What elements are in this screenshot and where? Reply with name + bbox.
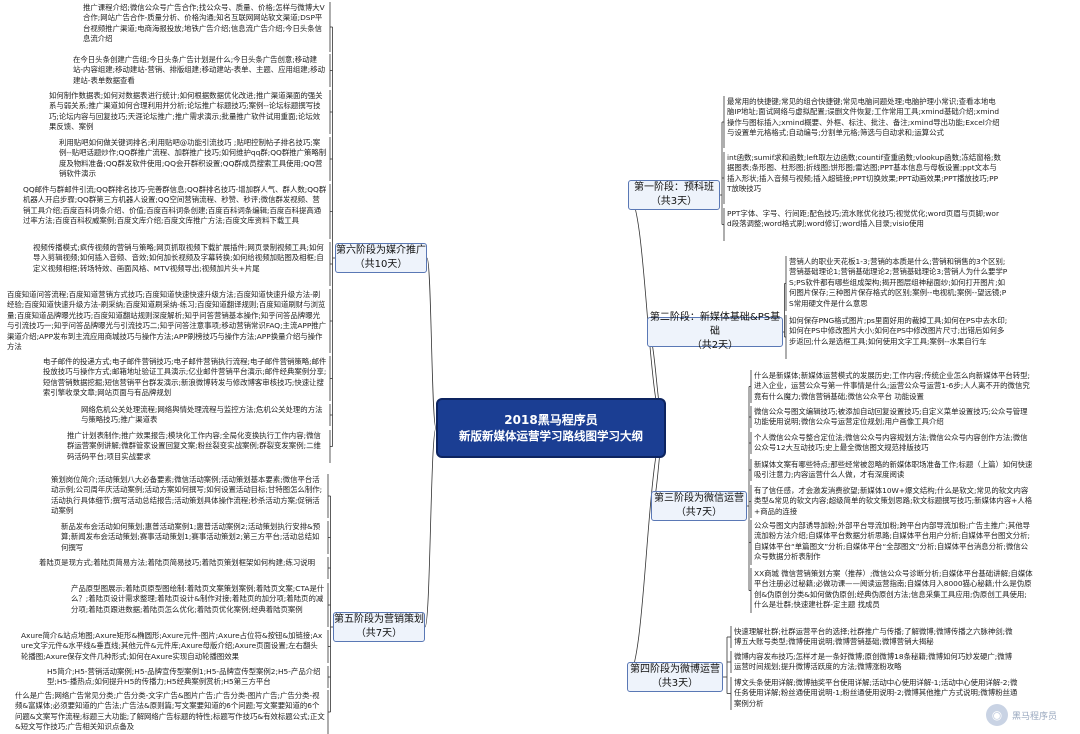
stage-3-leaf-1: 什么是新媒体;新媒体运营模式的发展历史;工作内容;传统企业怎么向新媒体平台转型;… (754, 371, 1031, 401)
stage-6-leaf-5: QQ邮件与群邮件引流;QQ群排名技巧-完善群信息;QQ群排名技巧-增加群人气、群… (23, 185, 327, 226)
stage-5-leaf-5: Axure简介&站点地图;Axure矩形&椭圆形;Axure元件-图片;Axur… (21, 631, 323, 661)
stage-1-title: 第一阶段：预科班 (634, 182, 714, 193)
stage-6-leaf-3: 如何制作数据表;如何对数据表进行统计;如何根据数据优化改进;推广渠道渠面的强关系… (49, 91, 323, 132)
stage-6-connector (426, 257, 437, 429)
central-topic-line2: 新版新媒体运营学习路线图学习大纲 (459, 429, 643, 443)
stage-3-leaf-6: 公众号图文内部诱导加粉;外部平台导流加粉;跨平台内部导流加粉;广告主推广;其他导… (754, 521, 1031, 562)
stage-4-duration: （共3天） (651, 678, 699, 689)
stage-2-leaf-1: 营销人的职业天花板1-3;营销的本质是什么;营销和销售的3个区别;营销基础理论1… (789, 257, 1008, 308)
central-topic[interactable]: 2018黑马程序员 新版新媒体运营学习路线图学习大纲 (436, 398, 666, 458)
stage-1-node[interactable]: 第一阶段：预科班 （共3天） (628, 180, 720, 210)
stage-3-leaf-5: 有了信任感，才会激发消费欲望;新媒体10W+爆文结构;什么是软文;常见的软文内容… (754, 486, 1033, 516)
watermark-text: 黑马程序员 (1012, 711, 1058, 722)
stage-4-leaf-3: 博文头条使用详解;微博抽奖平台使用详解;活动中心使用详解-1;活动中心使用详解-… (734, 678, 1018, 708)
stage-1-leaf-2: int函数;sumif求和函数;left取左边函数;countif查重函数;vl… (727, 153, 1001, 194)
stage-4-leaf-1: 快速理解社群;社群运营平台的选择;社群推广与传播;了解微博;微博传播之六脉神剑;… (734, 627, 1013, 647)
stage-5-leaf-3: 着陆页是现方式;着陆页简易方法;着陆页简易技巧;着陆页策划框架如何构建;练习说明 (39, 558, 316, 567)
stage-5-node[interactable]: 第五阶段为营销策划 （共7天） (333, 612, 425, 642)
stage-3-leaf-3: 个人微信公众号整合定位法;微信公众号内容规划方法;微信公众号内容创作方法;微信公… (754, 433, 1028, 453)
stage-4-node[interactable]: 第四阶段为微博运营 （共3天） (627, 662, 723, 692)
stage-3-leaf-4: 新媒体文案有哪些特点;那些经常被忽略的新媒体职场准备工作;标题（上篇）如何快速吸… (754, 460, 1033, 480)
stage-4-connector (626, 427, 667, 678)
stage-5-leaf-1: 策划岗位简介;活动策划八大必备要素;微信活动案例;活动策划基本要素;微信平台活动… (51, 475, 323, 516)
stage-6-title: 第六阶段为媒介推广 (336, 245, 426, 256)
stage-3-leaf-2: 微信公众号图文编辑技巧;被添加自动回复设置技巧;自定义菜单设置技巧;公众号管理功… (754, 407, 1028, 427)
stage-5-connector (424, 427, 437, 628)
stage-6-leaf-6: 视频传播模式;疯传视频的营销与策略;网页抓取视频下载扩展插件;网页录制视频工具;… (33, 243, 324, 273)
stage-2-title: 第二阶段：新媒体基础&PS基础 (649, 312, 781, 337)
stage-4-leaf-2: 微博内容发布技巧;怎样才是一条好微博;原创微博18条秘籍;微博如何巧妙发硬广;微… (734, 652, 1013, 672)
central-topic-line1: 2018黑马程序员 (504, 413, 598, 427)
logo-icon: ◉ (986, 704, 1008, 726)
stage-2-leaf-2: 如何保存PNG格式图片;ps里面好用的裁掉工具;如何在PS中去水印;如何在PS中… (789, 316, 1008, 346)
watermark-logo: ◉ 黑马程序员 (986, 700, 1076, 730)
stage-2-node[interactable]: 第二阶段：新媒体基础&PS基础 （共2天） (647, 312, 783, 351)
stage-6-leaf-4: 利用贴吧如何做关键词排名;利用贴吧@功能引流技巧 ;贴吧控制帖子排名技巧;案例-… (59, 138, 327, 179)
stage-5-title: 第五阶段为营销策划 (334, 614, 424, 625)
stage-6-leaf-10: 推广计划表制作;推广效果报告;模块化工作内容;全局化变换执行工作内容;微信群运营… (67, 431, 321, 461)
stage-4-title: 第四阶段为微博运营 (630, 664, 720, 675)
stage-3-leaf-7: XX商城 微信营销策划方案（推荐）;微信公众号诊断分析;自媒体平台基础讲解;自媒… (754, 569, 1033, 610)
stage-3-node[interactable]: 第三阶段为微信运营 （共7天） (651, 491, 747, 521)
stage-5-leaf-7: 什么是广告;网络广告常见分类;广告分类-文字广告&图片广告;广告分类-图片广告;… (15, 691, 325, 732)
stage-5-leaf-4: 产品原型图展示;着陆页原型图绘制:着陆页文案策划案例;着陆页文案;CTA是什么？… (71, 584, 325, 614)
stage-1-leaf-1: 最常用的快捷键;常见的组合快捷键;常见电脑问题处理;电脑护理小常识;查看本地电脑… (727, 97, 1000, 138)
stage-6-duration: （共10天） (354, 259, 408, 270)
stage-1-duration: （共3天） (650, 196, 698, 207)
stage-6-leaf-7: 百度知道问答流程;百度知道营销方式技巧;百度知道快速快速升级方法;百度知道快速升… (7, 290, 327, 352)
stage-5-leaf-6: H5简介;H5-营销活动案例;H5-品牌宣传型案例1;H5-品牌宣传型案例2;H… (47, 667, 321, 687)
stage-2-duration: （共2天） (691, 340, 739, 351)
stage-6-leaf-9: 网络危机公关处理流程;网络舆情处理流程与监控方法;危机公关处理的方法与策略技巧;… (81, 405, 323, 425)
stage-5-leaf-2: 新品发布会活动如何策划;惠普活动案例1;惠普活动案例2;活动策划执行安排&预算;… (61, 522, 321, 552)
stage-6-leaf-1: 推广课程介绍;微信公众号广告合作;找公众号、质量、价格;怎样与微博大V合作;网站… (83, 3, 325, 44)
stage-6-leaf-2: 在今日头条创建广告组;今日头条广告计划是什么;今日头条广告创意;移动建站-内容组… (73, 55, 325, 85)
stage-3-title: 第三阶段为微信运营 (654, 493, 744, 504)
stage-6-leaf-8: 电子邮件的投递方式;电子邮件营销技巧;电子邮件营销执行流程;电子邮件营销策略;邮… (43, 357, 327, 398)
stage-6-node[interactable]: 第六阶段为媒介推广 （共10天） (335, 243, 427, 273)
stage-1-leaf-3: PPT字体、字号、行间距;配色技巧;流水账优化技巧;视觉优化;word页眉与页脚… (727, 209, 999, 229)
stage-3-duration: （共7天） (675, 507, 723, 518)
stage-5-duration: （共7天） (355, 628, 403, 639)
